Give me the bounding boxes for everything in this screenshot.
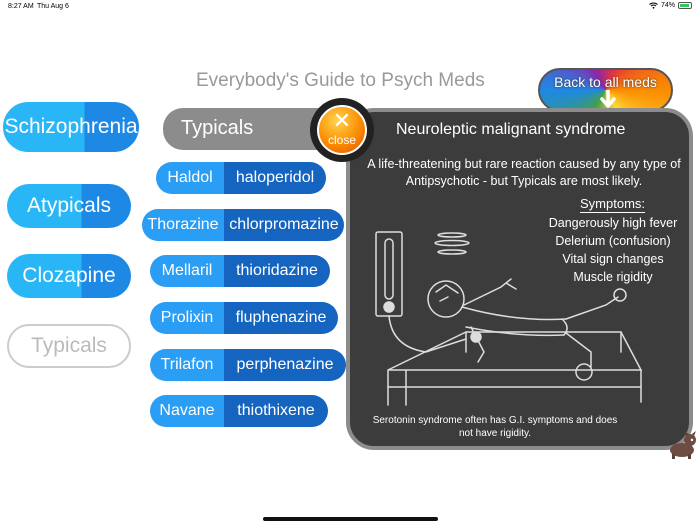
drug-generic: chlorpromazine bbox=[224, 209, 344, 241]
drug-button-mellaril[interactable]: Mellaril thioridazine bbox=[150, 255, 330, 287]
close-icon: ✕ bbox=[332, 108, 352, 133]
status-bar: 8:27 AM Thu Aug 6 74% bbox=[0, 0, 700, 14]
drug-generic: thioridazine bbox=[224, 255, 330, 287]
back-button-label: Back to all meds bbox=[554, 74, 657, 90]
status-date: Thu Aug 6 bbox=[37, 3, 69, 10]
panel-title: Neuroleptic malignant syndrome bbox=[396, 121, 626, 138]
close-button-label: close bbox=[327, 133, 356, 147]
symptom-item: Delerium (confusion) bbox=[555, 234, 671, 248]
section-tab-typicals: Typicals bbox=[163, 108, 333, 150]
drug-brand: Prolixin bbox=[150, 302, 224, 334]
drug-brand: Navane bbox=[150, 395, 224, 427]
drug-generic: thiothixene bbox=[224, 395, 328, 427]
drug-generic: haloperidol bbox=[224, 162, 326, 194]
symptom-item: Muscle rigidity bbox=[573, 270, 653, 284]
symptom-item: Dangerously high fever bbox=[548, 216, 678, 230]
sidebar-item-label: Clozapine bbox=[22, 264, 116, 287]
symptoms-heading: Symptoms: bbox=[580, 196, 646, 213]
drug-brand: Thorazine bbox=[142, 209, 224, 241]
drug-brand: Trilafon bbox=[150, 349, 224, 381]
sidebar-item-label: Schizophrenia bbox=[4, 115, 138, 138]
drug-button-haldol[interactable]: Haldol haloperidol bbox=[156, 162, 326, 194]
symptom-item: Vital sign changes bbox=[562, 252, 664, 266]
close-button-face: ✕ close bbox=[317, 105, 367, 155]
status-time: 8:27 AM bbox=[8, 3, 34, 10]
close-button[interactable]: ✕ close bbox=[310, 98, 374, 162]
sidebar-item-schizophrenia[interactable]: Schizophrenia bbox=[3, 102, 139, 152]
sidebar-item-clozapine[interactable]: Clozapine bbox=[7, 254, 131, 298]
nms-patient-illustration bbox=[375, 231, 643, 406]
back-to-all-meds-button[interactable]: Back to all meds bbox=[538, 68, 673, 112]
app-title: Everybody's Guide to Psych Meds bbox=[196, 70, 485, 91]
panel-note: Serotonin syndrome often has G.I. sympto… bbox=[372, 415, 618, 439]
drug-button-prolixin[interactable]: Prolixin fluphenazine bbox=[150, 302, 338, 334]
drug-button-navane[interactable]: Navane thiothixene bbox=[150, 395, 328, 427]
drug-button-trilafon[interactable]: Trilafon perphenazine bbox=[150, 349, 346, 381]
battery-percent: 74% bbox=[660, 2, 675, 9]
mascot-dog-icon bbox=[670, 431, 696, 459]
drug-brand: Mellaril bbox=[150, 255, 224, 287]
info-panel: Neuroleptic malignant syndrome A life-th… bbox=[346, 108, 693, 450]
wifi-icon bbox=[649, 2, 658, 9]
sidebar-item-typicals[interactable]: Typicals bbox=[7, 324, 131, 368]
down-arrow-icon bbox=[600, 90, 616, 108]
drug-button-thorazine[interactable]: Thorazine chlorpromazine bbox=[142, 209, 344, 241]
drug-generic: perphenazine bbox=[224, 349, 346, 381]
home-indicator[interactable] bbox=[263, 517, 438, 521]
battery-icon bbox=[678, 2, 692, 9]
drug-generic: fluphenazine bbox=[224, 302, 338, 334]
sidebar-item-label: Typicals bbox=[31, 334, 107, 357]
sidebar-item-atypicals[interactable]: Atypicals bbox=[7, 184, 131, 228]
drug-brand: Haldol bbox=[156, 162, 224, 194]
status-right: 74% bbox=[649, 2, 692, 9]
panel-description: A life-threatening but rare reaction cau… bbox=[367, 157, 681, 188]
sidebar-item-label: Atypicals bbox=[26, 194, 112, 217]
